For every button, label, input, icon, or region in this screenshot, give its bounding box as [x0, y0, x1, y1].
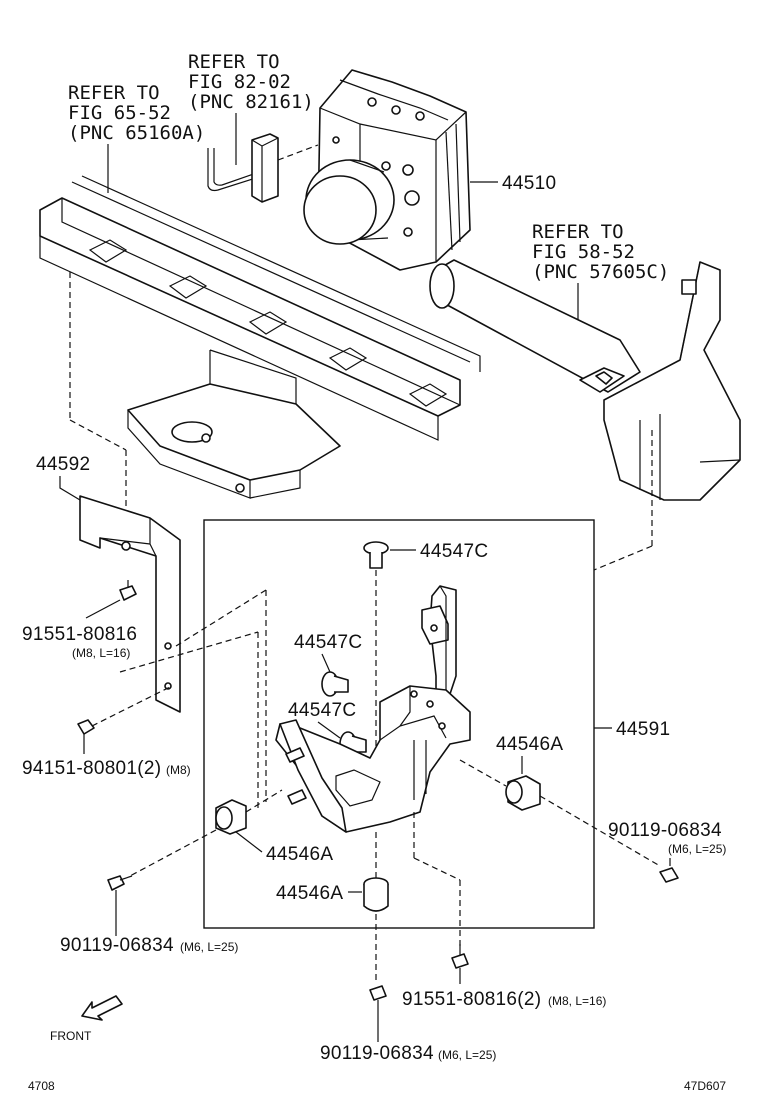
p44546a-left-callout: 44546A [266, 844, 333, 865]
bushing-44546a-left [215, 799, 247, 835]
abs-actuator-44510 [303, 69, 471, 271]
p91551-left-pn: 91551-80816 [22, 624, 137, 645]
refer-fig82-line3: (PNC 82161) [188, 91, 314, 113]
p44547c-low-callout: 44547C [288, 700, 356, 721]
front-arrow-icon [81, 995, 123, 1021]
bushing-right-dash-in [459, 759, 507, 787]
footer-left-code: 4708 [28, 1079, 55, 1093]
refer-fig65-line3: (PNC 65160A) [68, 122, 205, 144]
p44547c-mid-callout: 44547C [294, 632, 362, 653]
bushing-44546a-right [505, 775, 541, 811]
p90119-right-pn: 90119-06834 [608, 820, 722, 841]
refer-fig58-line2: FIG 58-52 [532, 241, 635, 263]
p44592-leader [59, 476, 81, 501]
connector-dashed-link [277, 144, 319, 161]
bracket-dash-top [175, 589, 267, 647]
p44510-callout: 44510 [502, 173, 556, 194]
rail-dash-b [69, 419, 127, 451]
bracket-assembly-box [203, 519, 595, 929]
p90119-right-spec: (M6, L=25) [668, 842, 726, 856]
bushing-right-dash-out [539, 795, 661, 867]
p44592-callout: 44592 [36, 454, 90, 475]
p91551-left-spec: (M8, L=16) [72, 646, 130, 660]
p44547c-mid-leader [321, 653, 331, 673]
refer-fig58-label: REFER TO FIG 58-52 (PNC 57605C) [532, 221, 669, 283]
refer-fig65-line2: FIG 65-52 [68, 102, 171, 124]
grommet-44547c-top [363, 541, 389, 569]
brake-tube-connector [207, 133, 279, 203]
p44546a-right-callout: 44546A [496, 734, 563, 755]
p90119-left-spec: (M6, L=25) [180, 940, 238, 954]
bolt-91551-bottom [451, 944, 469, 969]
p91551-bottom-pn: 91551-80816(2) [402, 989, 541, 1010]
refer-fig58-line3: (PNC 57605C) [532, 261, 669, 283]
cross-dash-b [593, 545, 653, 571]
refer-fig65-line1: REFER TO [68, 82, 160, 104]
bolt-90119-left [107, 875, 133, 891]
bracket-44592 [79, 495, 181, 713]
p44547c-low-leader [317, 721, 341, 739]
refer-fig58-line1: REFER TO [532, 221, 624, 243]
p44546a-left-leader [235, 831, 263, 853]
p44547c-top-callout: 44547C [420, 541, 488, 562]
frame-rail-assembly [39, 175, 481, 499]
bushing-left-dash-in [245, 789, 283, 813]
box-dash-right-b [413, 857, 461, 881]
p94151-spec: (M8) [166, 763, 191, 777]
p94151-pn: 94151-80801(2) [22, 758, 161, 779]
p44591-callout: 44591 [616, 719, 670, 740]
bushing-44546a-bottom [363, 877, 389, 912]
p90119-bottom-pn: 90119-06834 [320, 1043, 434, 1064]
bolt-90119-right [659, 867, 679, 883]
footer-right-code: 47D607 [684, 1079, 726, 1093]
bushing-left-dash-out [129, 829, 217, 877]
p91551-left-leader [85, 599, 121, 619]
p90119-left-pn: 90119-06834 [60, 935, 174, 956]
grommet-44547c-mid [321, 671, 349, 697]
bolt-90119-bottom [369, 985, 387, 1001]
refer-fig65-label: REFER TO FIG 65-52 (PNC 65160A) [68, 82, 205, 144]
bolt-91551-left [119, 580, 137, 601]
refer-fig82-label: REFER TO FIG 82-02 (PNC 82161) [188, 51, 314, 113]
bracket-44591 [275, 585, 471, 833]
p90119-bottom-spec: (M6, L=25) [438, 1048, 496, 1062]
p91551-bottom-spec: (M8, L=16) [548, 994, 606, 1008]
bracket-dash-mid [119, 631, 259, 673]
nut-94151 [77, 719, 95, 735]
refer-fig82-line1: REFER TO [188, 51, 280, 73]
nut-dash-link [91, 685, 173, 727]
crossmember-assembly [429, 259, 741, 501]
refer-fig82-line2: FIG 82-02 [188, 71, 291, 93]
p44546a-bottom-callout: 44546A [276, 883, 343, 904]
front-label: FRONT [50, 1029, 92, 1043]
